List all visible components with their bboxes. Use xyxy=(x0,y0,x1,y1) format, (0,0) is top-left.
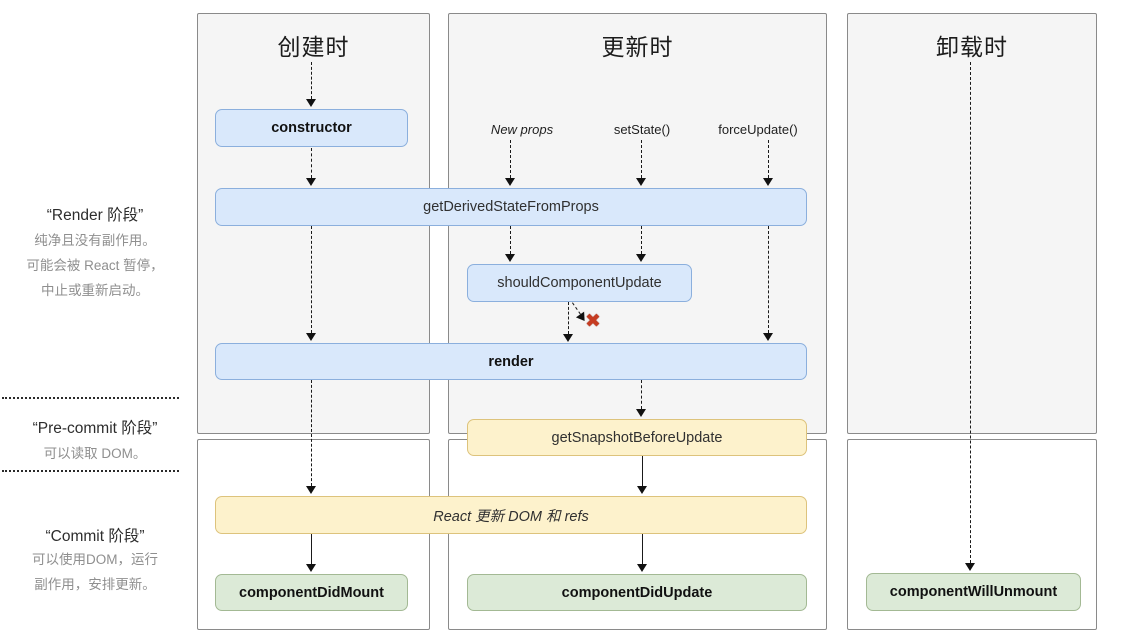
arrow-constructor-to-get-derived xyxy=(306,148,317,186)
node-get-snapshot-before-update: getSnapshotBeforeUpdate xyxy=(467,419,807,456)
phase-title-pre-commit: “Pre-commit 阶段” xyxy=(32,420,158,437)
node-component-will-unmount: componentWillUnmount xyxy=(866,573,1081,611)
phase-desc-line: 可以读取 DOM。 xyxy=(43,446,147,461)
phase-desc-pre-commit: 可以读取 DOM。 xyxy=(0,441,190,466)
arrow-set-state-to-get-derived xyxy=(636,140,647,186)
arrow-get-derived-to-should-update-left xyxy=(505,226,516,262)
arrow-react-updates-to-did-update xyxy=(637,534,648,572)
arrow-should-update-to-render xyxy=(563,302,574,342)
column-title-mounting: 创建时 xyxy=(277,34,350,60)
phase-desc-render: 纯净且没有副作用。 可能会被 React 暂停， 中止或重新启动。 xyxy=(0,228,190,303)
arrow-mounting-to-constructor xyxy=(306,62,317,107)
phase-title-render: “Render 阶段” xyxy=(46,207,144,224)
arrow-get-snapshot-to-react-updates xyxy=(637,456,648,494)
arrow-get-derived-to-should-update-right xyxy=(636,226,647,262)
arrow-force-update-to-get-derived xyxy=(763,140,774,186)
arrow-render-to-react-updates-mount xyxy=(306,380,317,494)
phase-desc-line: 纯净且没有副作用。 xyxy=(34,233,156,248)
arrow-new-props-to-get-derived xyxy=(505,140,516,186)
node-react-updates-dom-refs: React 更新 DOM 和 refs xyxy=(215,496,807,534)
panel-unmounting-render-phase xyxy=(847,13,1097,434)
arrow-get-derived-to-render-mount xyxy=(306,226,317,341)
dotted-divider xyxy=(2,397,179,399)
phase-desc-line: 副作用，安排更新。 xyxy=(34,577,156,592)
arrow-react-updates-to-did-mount xyxy=(306,534,317,572)
node-should-component-update: shouldComponentUpdate xyxy=(467,264,692,302)
phase-title-commit: “Commit 阶段” xyxy=(45,528,145,545)
arrow-render-to-get-snapshot xyxy=(636,380,647,417)
column-title-updating: 更新时 xyxy=(601,34,674,60)
node-render: render xyxy=(215,343,807,380)
trigger-new-props: New props xyxy=(490,122,554,137)
phase-desc-line: 可以使用DOM，运行 xyxy=(32,552,158,567)
arrow-force-update-bypass-to-render xyxy=(763,226,774,341)
node-component-did-mount: componentDidMount xyxy=(215,574,408,611)
column-title-unmounting: 卸载时 xyxy=(936,34,1008,60)
trigger-set-state: setState() xyxy=(613,122,671,137)
phase-desc-line: 中止或重新启动。 xyxy=(41,283,149,298)
trigger-force-update: forceUpdate() xyxy=(718,122,798,137)
node-get-derived-state-from-props: getDerivedStateFromProps xyxy=(215,188,807,226)
phase-desc-commit: 可以使用DOM，运行 副作用，安排更新。 xyxy=(0,547,190,597)
node-constructor: constructor xyxy=(215,109,408,147)
phase-desc-line: 可能会被 React 暂停， xyxy=(26,258,164,273)
dotted-divider xyxy=(2,470,179,472)
reject-x-icon: ✖ xyxy=(585,311,601,332)
arrow-unmounting-to-will-unmount xyxy=(965,62,976,571)
node-component-did-update: componentDidUpdate xyxy=(467,574,807,611)
